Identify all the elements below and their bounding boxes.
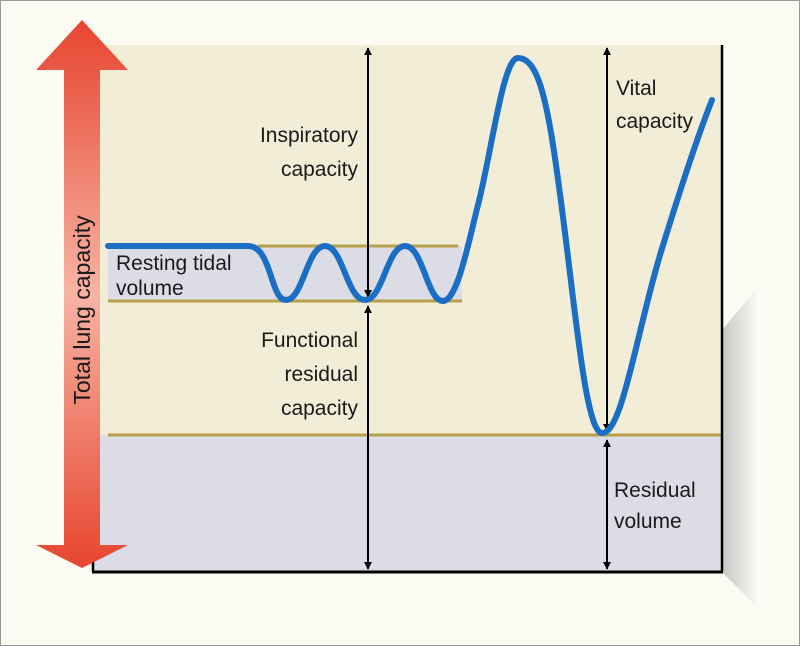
inspiratory-capacity-label-line1: Inspiratory: [260, 124, 359, 147]
functional-residual-capacity-label-line3: capacity: [281, 397, 359, 420]
vital-capacity-label-line2: capacity: [616, 110, 694, 133]
resting-tidal-volume-label-line2: volume: [116, 277, 184, 300]
tidal-band: [108, 246, 462, 301]
total-capacity-arrow: [36, 20, 128, 568]
residual-volume-label-line2: volume: [614, 510, 682, 533]
panel-shadow: [722, 285, 760, 610]
vital-capacity-label-line1: Vital: [616, 77, 656, 100]
residual-volume-label-line1: Residual: [614, 479, 696, 502]
functional-residual-capacity-label-line1: Functional: [261, 329, 358, 352]
functional-residual-capacity-label-line2: residual: [284, 363, 358, 386]
resting-tidal-volume-label-line1: Resting tidal: [116, 252, 232, 275]
total-lung-capacity-label: Total lung capacity: [69, 215, 95, 405]
residual-region: [93, 435, 722, 572]
inspiratory-capacity-label-line2: capacity: [281, 158, 359, 181]
lung-volume-trace: [105, 55, 715, 436]
upper-region: [93, 45, 722, 435]
